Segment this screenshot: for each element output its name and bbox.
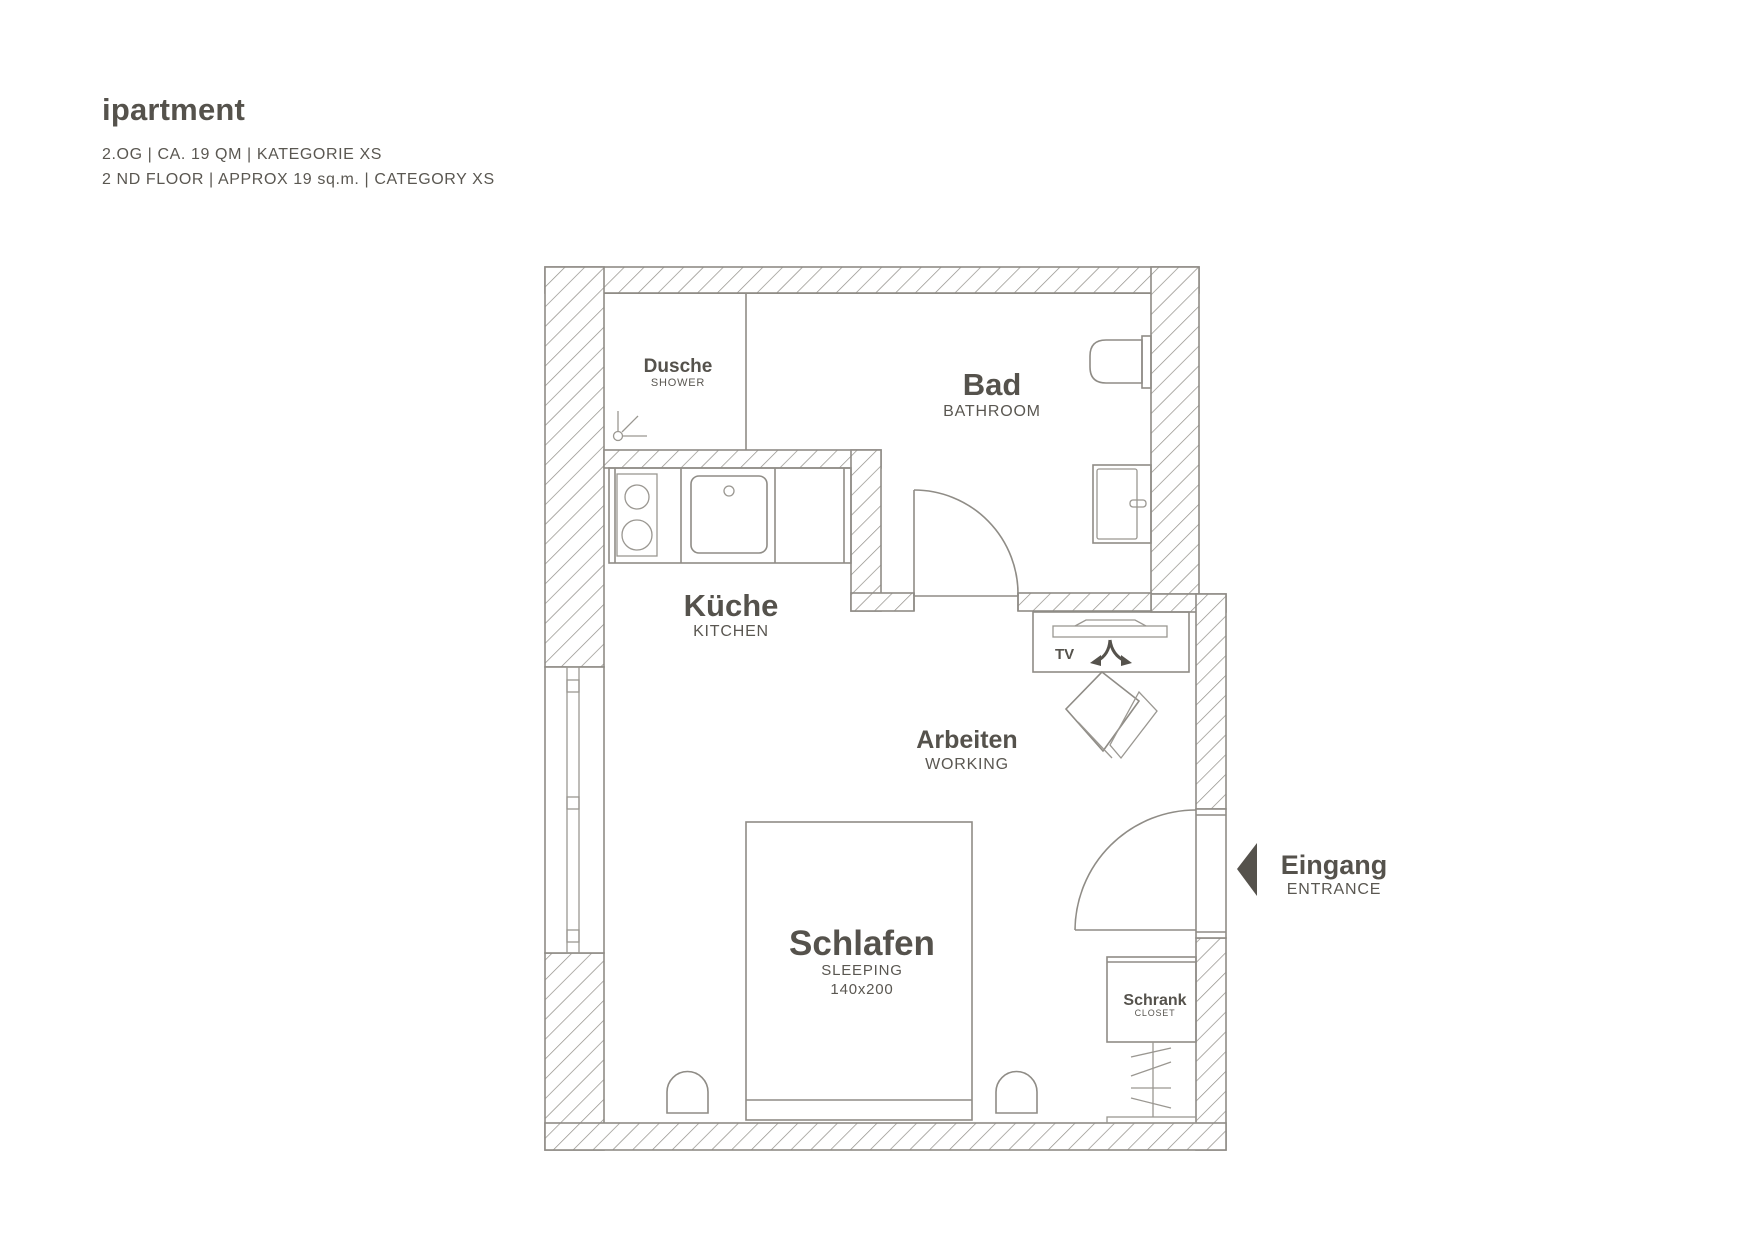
nightstands (666, 1070, 1038, 1114)
svg-text:Küche: Küche (684, 588, 779, 623)
svg-text:KITCHEN: KITCHEN (693, 623, 769, 640)
nightstand-right (995, 1070, 1038, 1114)
bathroom-door (913, 489, 1019, 611)
subtitle-english: 2 ND FLOOR | APPROX 19 sq.m. | CATEGORY … (102, 171, 495, 188)
desk-chair (1064, 670, 1158, 760)
subtitle-german: 2.OG | CA. 19 QM | KATEGORIE XS (102, 146, 383, 163)
svg-text:Schlafen: Schlafen (789, 924, 935, 963)
svg-text:Bad: Bad (963, 367, 1022, 402)
svg-text:BATHROOM: BATHROOM (943, 403, 1041, 420)
svg-text:Dusche: Dusche (644, 356, 713, 377)
entrance-sublabel: ENTRANCE (1287, 881, 1381, 898)
room-label-bathroom: Bad BATHROOM (943, 367, 1041, 420)
window (544, 666, 605, 954)
room-label-closet: Schrank CLOSET (1123, 992, 1186, 1018)
tv-label: TV (1055, 646, 1074, 663)
room-label-working: Arbeiten WORKING (916, 726, 1017, 773)
sink-icon (690, 475, 768, 554)
kitchen-counter (608, 467, 852, 564)
shower-head-icon (612, 411, 647, 442)
svg-text:Arbeiten: Arbeiten (916, 726, 1017, 754)
svg-text:Schrank: Schrank (1123, 992, 1186, 1009)
exterior-walls (544, 266, 1227, 1151)
svg-text:CLOSET: CLOSET (1135, 1008, 1176, 1018)
bed (745, 821, 973, 1121)
entrance-label: Eingang (1281, 850, 1388, 880)
stove-icon (616, 473, 658, 557)
toilet-icon (1089, 335, 1152, 389)
washbasin-icon (1092, 464, 1152, 544)
bed-size: 140x200 (830, 981, 893, 998)
interior-walls (603, 293, 1152, 612)
entrance-arrow-icon (1237, 843, 1257, 896)
room-label-kitchen: Küche KITCHEN (684, 588, 779, 640)
svg-text:WORKING: WORKING (925, 756, 1009, 773)
closet (1106, 956, 1197, 1124)
entrance-door (1074, 808, 1227, 939)
tv-desk: TV (1032, 611, 1190, 673)
entrance-marker: Eingang ENTRANCE (1237, 843, 1387, 898)
room-label-shower: Dusche SHOWER (644, 356, 713, 389)
svg-text:SLEEPING: SLEEPING (821, 962, 902, 979)
page-title: ipartment (102, 92, 246, 127)
room-label-sleeping: Schlafen SLEEPING 140x200 (789, 924, 935, 998)
svg-text:SHOWER: SHOWER (651, 377, 705, 389)
nightstand-left (666, 1070, 709, 1114)
